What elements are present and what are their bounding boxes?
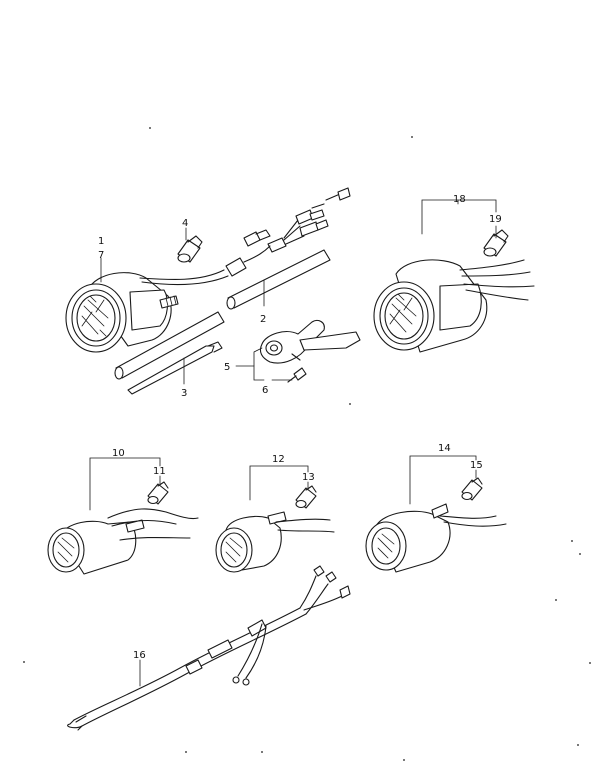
bulb-socket-19 — [483, 229, 509, 257]
callout-12: 12 — [272, 454, 285, 465]
gauge-12 — [215, 511, 335, 573]
bulb-socket-11 — [147, 481, 169, 505]
callout-14: 14 — [438, 443, 451, 454]
leader-lines — [89, 199, 497, 687]
gauge-14 — [365, 503, 507, 573]
callout-10: 10 — [112, 448, 125, 459]
callout-18: 18 — [453, 194, 466, 205]
callout-7: 7 — [98, 250, 104, 261]
callout-19: 19 — [489, 214, 502, 225]
gauge-10 — [47, 508, 199, 575]
bulb-socket-4 — [177, 235, 203, 263]
callout-2: 2 — [260, 314, 266, 325]
tube-3 — [114, 311, 225, 395]
bulb-socket-15 — [461, 477, 483, 501]
callout-6: 6 — [262, 385, 268, 396]
callout-5: 5 — [224, 362, 230, 373]
tube-2 — [226, 249, 331, 310]
screw-6 — [287, 367, 307, 383]
gauge-1 — [65, 187, 351, 353]
bulb-socket-13 — [295, 485, 317, 509]
callout-16: 16 — [133, 650, 146, 661]
callout-13: 13 — [302, 472, 315, 483]
callout-15: 15 — [470, 460, 483, 471]
scan-specks — [23, 127, 591, 761]
gauge-18 — [373, 259, 535, 353]
wire-harness-16 — [67, 565, 351, 731]
callout-3: 3 — [181, 388, 187, 399]
callout-11: 11 — [153, 466, 166, 477]
callout-labels: 1 7 2 3 4 5 6 10 11 12 13 14 15 16 18 19 — [98, 194, 502, 661]
callout-4: 4 — [182, 218, 188, 229]
bracket-5 — [259, 319, 361, 364]
callout-1: 1 — [98, 236, 104, 247]
